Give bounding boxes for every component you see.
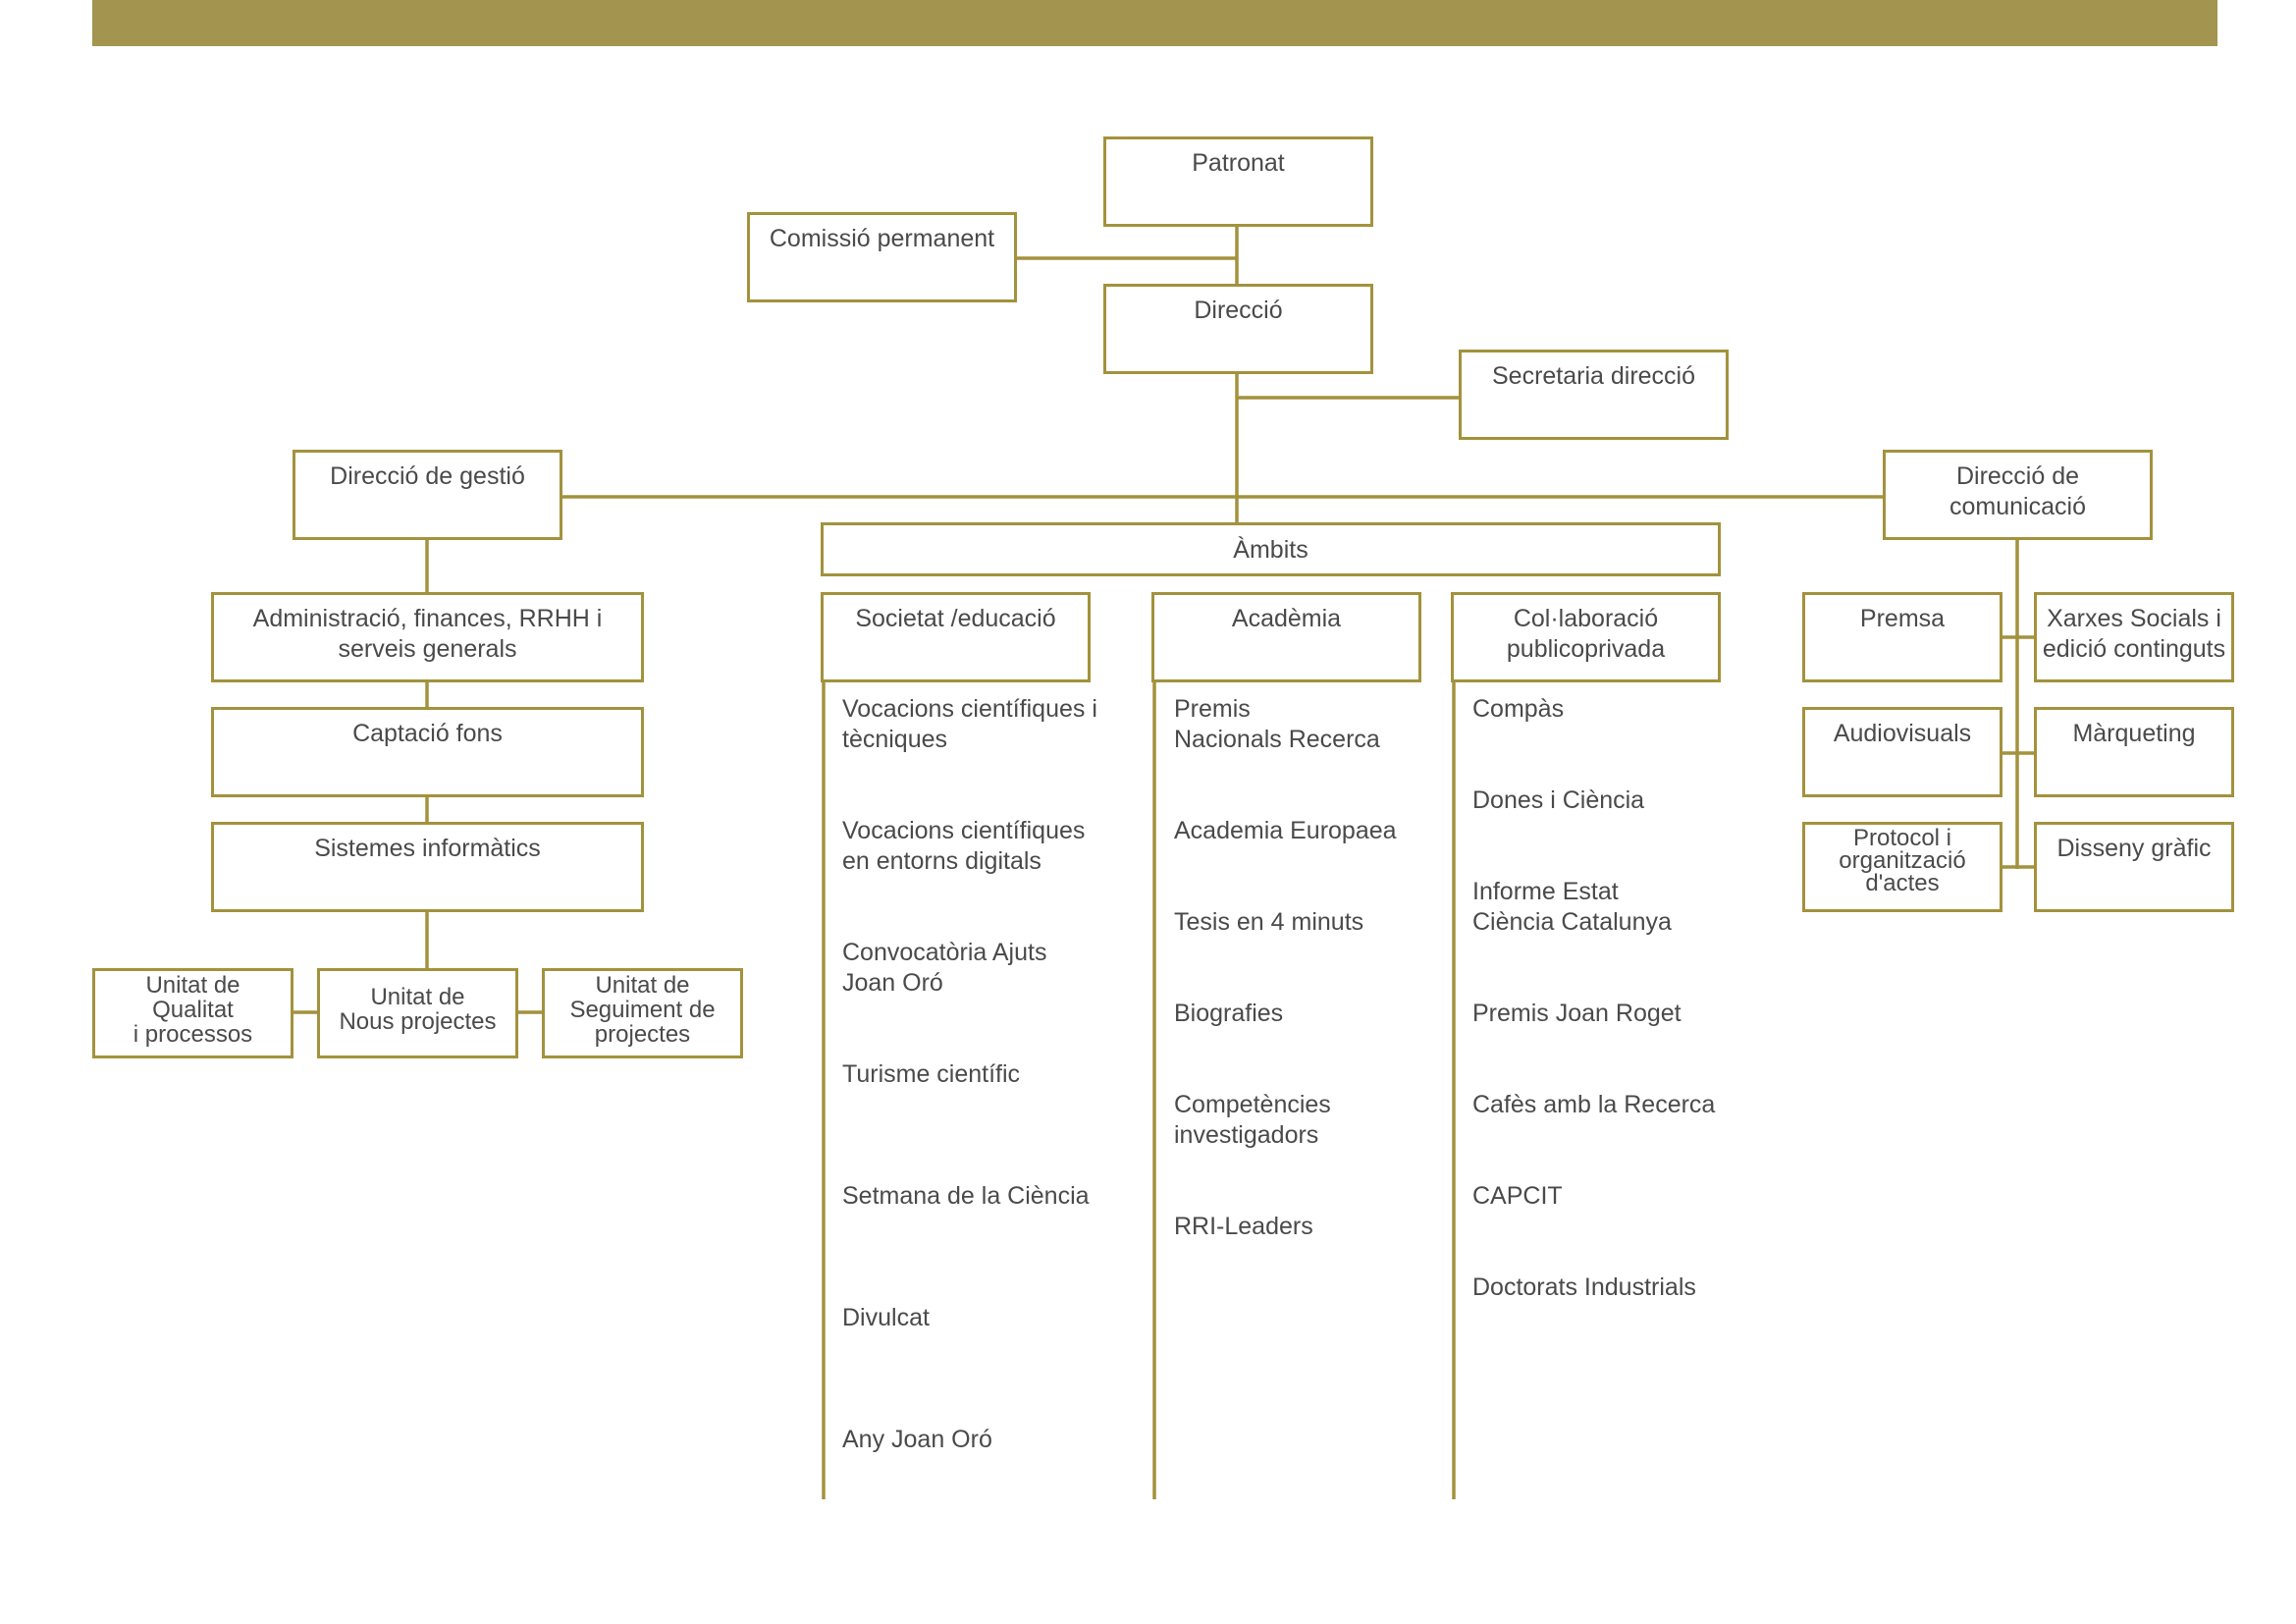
list-item: Premis Joan Roget (1472, 1000, 1682, 1027)
list-item: Biografies (1174, 1000, 1284, 1027)
unitat-nous-projectes-box: Unitat de Nous projectes (317, 968, 518, 1058)
list-item: Dones i Ciència (1472, 786, 1645, 814)
list-item: Convocatòria Ajuts Joan Oró (842, 939, 1047, 997)
list-item: Academia Europaea (1174, 817, 1397, 844)
direccio-gestio-box: Direcció de gestió (293, 450, 562, 540)
direccio-comunicacio-box: Direcció de comunicació (1883, 450, 2153, 540)
unitat-qualitat-box: Unitat de Qualitat i processos (92, 968, 294, 1058)
list-item: Setmana de la Ciència (842, 1182, 1090, 1210)
list-item: Doctorats Industrials (1472, 1273, 1696, 1301)
list-item: Informe Estat Ciència Catalunya (1472, 878, 1672, 936)
list-item: Compàs (1472, 695, 1565, 723)
unitat-seguiment-box: Unitat de Seguiment de projectes (542, 968, 743, 1058)
comissio-permanent-box: Comissió permanent (747, 212, 1017, 302)
academia-box: Acadèmia (1151, 592, 1421, 682)
top-banner (92, 0, 2217, 46)
administracio-box: Administració, finances, RRHH i serveis … (211, 592, 644, 682)
list-item: Vocacions científiques i tècniques (842, 695, 1097, 753)
xarxes-socials-box: Xarxes Socials i edició continguts (2034, 592, 2234, 682)
audiovisuals-box: Audiovisuals (1802, 707, 2002, 797)
secretaria-direccio-box: Secretaria direcció (1459, 350, 1729, 440)
protocol-box: Protocol i organització d'actes (1802, 822, 2002, 912)
patronat-box: Patronat (1103, 136, 1373, 227)
list-item: Premis Nacionals Recerca (1174, 695, 1380, 753)
collaboracio-box: Col·laboració publicoprivada (1451, 592, 1721, 682)
premsa-box: Premsa (1802, 592, 2002, 682)
marqueting-box: Màrqueting (2034, 707, 2234, 797)
disseny-grafic-box: Disseny gràfic (2034, 822, 2234, 912)
list-item: Divulcat (842, 1304, 930, 1331)
captacio-fons-box: Captació fons (211, 707, 644, 797)
list-item: Any Joan Oró (842, 1426, 992, 1453)
list-item: Vocacions científiques en entorns digita… (842, 817, 1086, 875)
list-item: Turisme científic (842, 1060, 1021, 1088)
direccio-box: Direcció (1103, 284, 1373, 374)
sistemes-informatics-box: Sistemes informàtics (211, 822, 644, 912)
list-item: RRI-Leaders (1174, 1213, 1313, 1240)
ambits-box: Àmbits (821, 522, 1721, 576)
list-item: CAPCIT (1472, 1182, 1563, 1210)
societat-educacio-box: Societat /educació (821, 592, 1091, 682)
list-item: Tesis en 4 minuts (1174, 908, 1364, 936)
list-item: Competències investigadors (1174, 1091, 1331, 1149)
list-item: Cafès amb la Recerca (1472, 1091, 1716, 1118)
